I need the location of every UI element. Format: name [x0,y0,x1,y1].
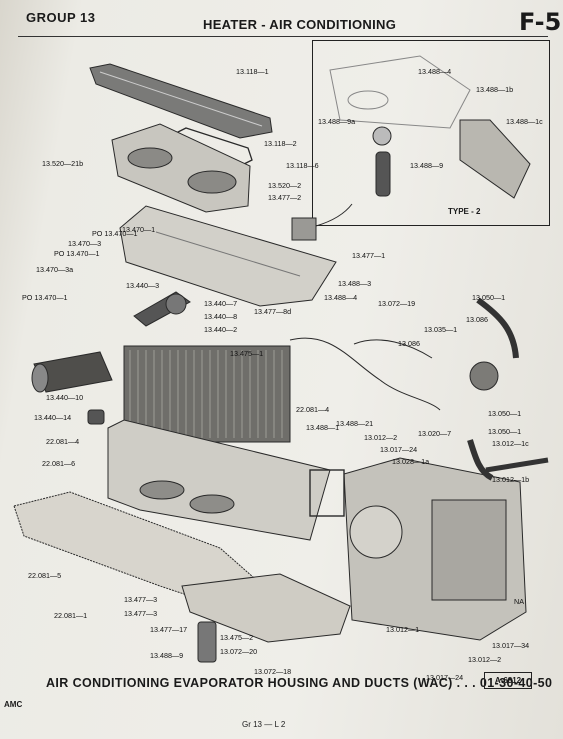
part-label: 22.081—1 [54,611,87,620]
lower-case [107,419,331,541]
page-title: HEATER - AIR CONDITIONING [203,17,397,32]
drain-plug [87,409,105,425]
part-label: 13.475—2 [220,633,253,642]
group-label: GROUP 13 [26,10,96,25]
part-label: 13.440—7 [204,299,237,308]
receiver-drier [469,361,499,391]
part-label: 13.470—1 [122,225,155,234]
part-label: 13.440—2 [204,325,237,334]
part-label: 13.050—1 [472,293,505,302]
part-label: 13.488—1 [306,423,339,432]
part-label: 13.470—3a [36,265,73,274]
page-footer: Gr 13 — L 2 [242,720,286,729]
part-label: 13.072—19 [378,299,415,308]
part-label: 13.017—24 [426,673,463,682]
figure-reference: A-6812 [484,672,532,689]
part-label: 13.440—3 [126,281,159,290]
part-label: 13.017—24 [380,445,417,454]
control-knob [197,621,217,663]
part-label: 22.081—5 [28,571,61,580]
part-label: 13.488—1b [476,85,513,94]
part-label: 13.477—3 [124,609,157,618]
part-label: 22.081—4 [46,437,79,446]
part-label: 13.440—14 [34,413,71,422]
outlet-housing [111,123,251,213]
part-label: 13.488—4 [324,293,357,302]
part-label: 13.118—6 [286,161,319,170]
inset-sleeve [375,151,391,197]
part-label: 22.081—4 [296,405,329,414]
part-label: 13.475—1 [230,349,263,358]
part-label: 13.488—9 [150,651,183,660]
part-label: 13.072—20 [220,647,257,656]
part-label: 13.488—9a [318,117,355,126]
hose-13-050-1 [476,297,519,359]
part-label: 13.477—2 [268,193,301,202]
part-label: 13.118—2 [264,139,297,148]
part-label: 13.012—1c [492,439,529,448]
part-label: 13.488—9 [410,161,443,170]
hose-lower [467,439,494,481]
inset-caption: TYPE - 2 [448,207,481,216]
part-label: PO 13.470—1 [92,229,138,238]
part-label: 13.072—18 [254,667,291,676]
part-label: 13.477—17 [150,625,187,634]
part-label: 13.050—1 [488,409,521,418]
control-valve [291,217,317,241]
part-label: 13.488—1c [506,117,543,126]
lower-duct [181,573,351,643]
part-label: 13.050—1 [488,427,521,436]
part-label: 13.020—7 [418,429,451,438]
figure-caption: AIR CONDITIONING EVAPORATOR HOUSING AND … [46,676,553,690]
defroster-duct [89,63,273,139]
part-label: 13.086 [466,315,488,324]
part-label: 13.012—1b [492,475,529,484]
part-label: 13.520—21b [42,159,83,168]
part-label: 13.012—2 [468,655,501,664]
page-code: F-5 [519,8,562,36]
part-label: 13.028—1a [392,457,429,466]
part-label: 13.440—10 [46,393,83,402]
part-label: 13.086 [398,339,420,348]
upper-case [119,205,337,307]
part-label: 13.520—2 [268,181,301,190]
part-label: 13.488—21 [336,419,373,428]
brand-footer: AMC [4,700,23,709]
part-label: 13.477—8d [254,307,291,316]
part-label: NA [514,597,524,606]
part-label: 13.012—2 [364,433,397,442]
part-label: 13.470—3 [68,239,101,248]
part-label: 13.477—1 [352,251,385,260]
inset-bracket [459,119,531,199]
part-label: PO 13.470—1 [54,249,100,258]
part-label: 13.012—1 [386,625,419,634]
part-label: 13.488—4 [418,67,451,76]
part-label: 13.488—3 [338,279,371,288]
part-label: 22.081—6 [42,459,75,468]
part-label: 13.017—34 [492,641,529,650]
part-label: 13.035—1 [424,325,457,334]
type-2-inset-frame [312,40,550,226]
seal-frame [309,469,345,517]
part-label: 13.440—8 [204,312,237,321]
part-label: 13.118—1 [236,67,269,76]
part-label: 13.477—3 [124,595,157,604]
part-label: PO 13.470—1 [22,293,68,302]
header-rule [18,36,548,37]
